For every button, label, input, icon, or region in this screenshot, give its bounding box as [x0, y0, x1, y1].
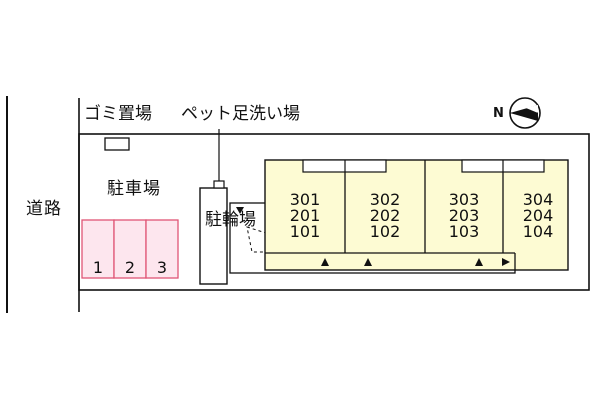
parking-label: 駐車場 — [107, 179, 161, 199]
parking-slot-number: 1 — [92, 258, 104, 277]
unit-number: 202 — [369, 206, 401, 225]
pet-wash-station — [213, 180, 225, 189]
bicycle-parking — [199, 187, 228, 285]
property-boundary — [78, 133, 590, 291]
unit-number: 302 — [369, 190, 401, 209]
unit-number: 104 — [522, 222, 554, 241]
parking-slot — [113, 219, 147, 279]
compass-icon — [509, 97, 541, 129]
parking-area — [81, 219, 179, 279]
garbage-station — [104, 137, 130, 151]
unit-column-1: 301 201 101 — [270, 192, 340, 240]
pet-wash-label: ペット足洗い場 — [181, 104, 300, 124]
unit-number: 204 — [522, 206, 554, 225]
unit-number: 102 — [369, 222, 401, 241]
entrance-arrow-up — [321, 258, 329, 266]
unit-column-2: 302 202 102 — [350, 192, 420, 240]
entrance-arrow-up — [475, 258, 483, 266]
entrance-arrow-down — [236, 207, 244, 214]
unit-number: 101 — [289, 222, 321, 241]
unit-column-3: 303 203 103 — [429, 192, 499, 240]
entrance-arrow-up — [364, 258, 372, 266]
unit-number: 303 — [448, 190, 480, 209]
bicycle-parking-label: 駐輪場 — [205, 210, 256, 230]
building — [264, 159, 569, 271]
parking-slot-number: 3 — [156, 258, 168, 277]
unit-number: 301 — [289, 190, 321, 209]
parking-slot — [145, 219, 179, 279]
unit-number: 103 — [448, 222, 480, 241]
entrance-arrow-right — [502, 258, 510, 266]
unit-column-4: 304 204 104 — [503, 192, 573, 240]
road-label: 道路 — [26, 199, 62, 219]
unit-number: 203 — [448, 206, 480, 225]
parking-slot-number: 2 — [124, 258, 136, 277]
unit-number: 201 — [289, 206, 321, 225]
unit-number: 304 — [522, 190, 554, 209]
compass-north-label: N — [493, 106, 504, 121]
garbage-label: ゴミ置場 — [84, 104, 152, 124]
